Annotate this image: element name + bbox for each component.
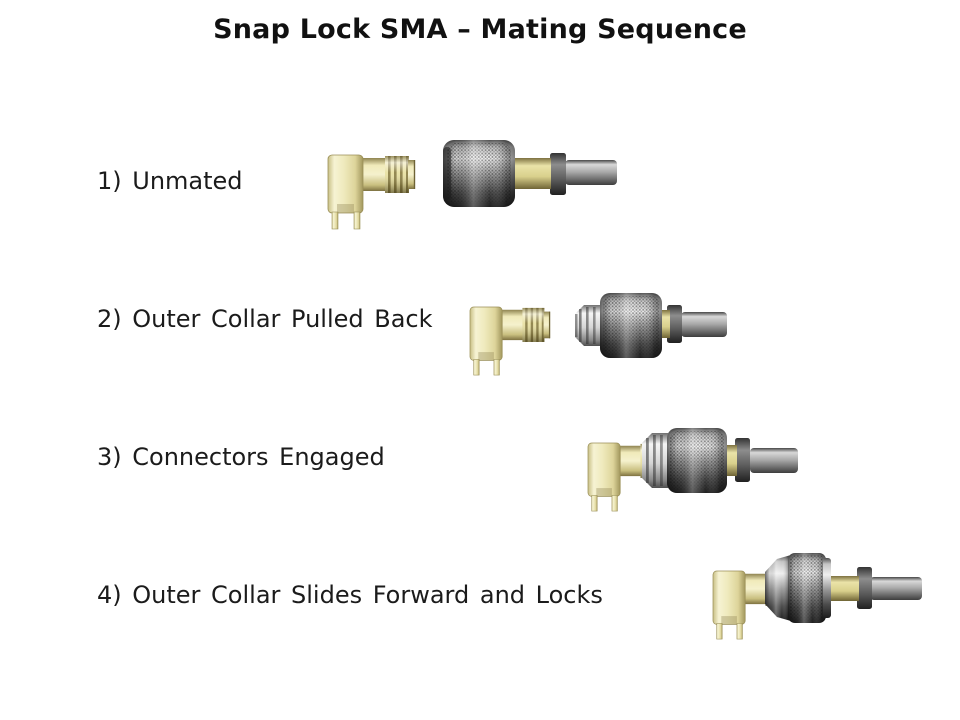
- rear-flange: [667, 305, 682, 343]
- step-3-connector-illustration: [587, 428, 798, 512]
- step-4-connector-illustration: [712, 553, 922, 640]
- outer-collar: [667, 428, 727, 493]
- step-4-label: 4) Outer Collar Slides Forward and Locks: [97, 581, 603, 609]
- engagement-ring: [575, 305, 602, 346]
- rear-flange: [735, 438, 750, 482]
- cable: [750, 448, 798, 473]
- plug-connector: [642, 428, 798, 493]
- cable: [565, 160, 617, 185]
- step-1-label: 1) Unmated: [97, 167, 243, 195]
- jack-connector: [469, 306, 551, 376]
- brass-sleeve: [827, 576, 859, 601]
- brass-sleeve: [726, 445, 737, 476]
- cable: [681, 312, 727, 337]
- step-2-connector-illustration: [469, 293, 727, 376]
- plug-connector: [443, 140, 617, 207]
- outer-collar: [600, 293, 662, 358]
- engagement-ring: [642, 433, 668, 488]
- cable: [870, 577, 922, 600]
- jack-connector: [327, 154, 416, 230]
- rear-flange: [857, 567, 872, 609]
- plug-connector: [765, 553, 922, 623]
- outer-collar: [443, 140, 515, 207]
- brass-sleeve: [514, 158, 551, 189]
- step-3-label: 3) Connectors Engaged: [97, 443, 385, 471]
- rear-flange: [550, 153, 566, 195]
- slide-title: Snap Lock SMA – Mating Sequence: [213, 14, 747, 45]
- outer-collar: [765, 553, 831, 623]
- plug-connector: [575, 293, 727, 358]
- step-2-label: 2) Outer Collar Pulled Back: [97, 305, 433, 333]
- step-1-connector-illustration: [327, 140, 617, 230]
